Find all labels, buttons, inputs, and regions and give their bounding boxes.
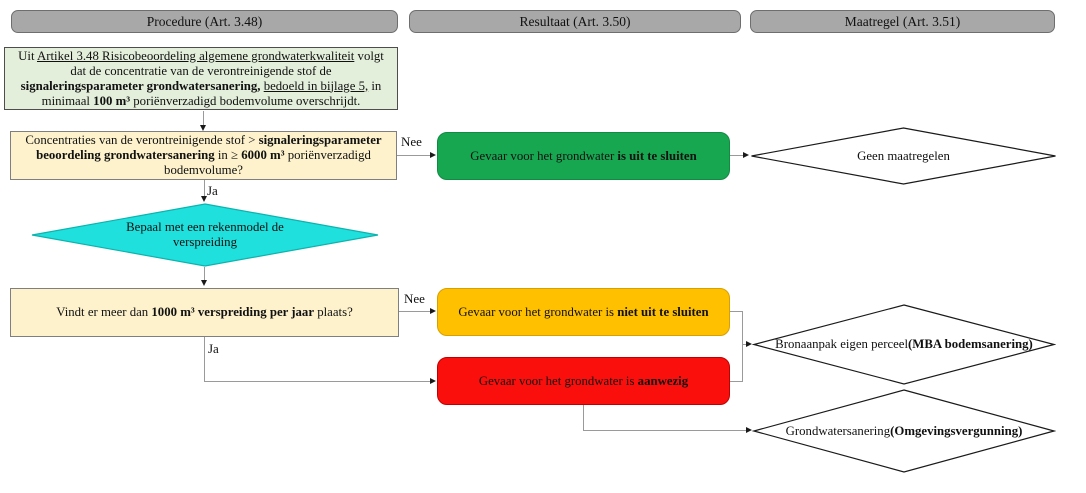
label-q1-ja: Ja: [207, 183, 218, 198]
arrowhead-q2-nee: [430, 308, 436, 314]
intro-box: Uit Artikel 3.48 Risicobeoordeling algem…: [4, 47, 398, 110]
measure-sanitation-diamond: Grondwatersanering(Omgevingsvergunning): [752, 389, 1056, 473]
connector-q1-ja: [204, 180, 205, 197]
arrowhead-q1-ja: [200, 196, 207, 202]
measure-sanitation-text: Grondwatersanering(Omgevingsvergunning): [785, 423, 1023, 438]
question-volume-box: Concentraties van de verontreinigende st…: [10, 131, 397, 180]
connector-red-down: [583, 405, 584, 431]
connector-green-to-none: [730, 155, 744, 156]
result-danger-excluded: Gevaar voor het grondwater is uit te slu…: [437, 132, 730, 180]
connector-merge-vertical: [742, 311, 743, 382]
decision-model-diamond: Bepaal met een rekenmodel de verspreidin…: [30, 203, 380, 267]
arrowhead-q1-nee: [430, 152, 436, 158]
arrowhead-red-to-sanitation: [746, 427, 752, 433]
label-q2-ja: Ja: [208, 341, 219, 356]
measure-sanitation-diamond-shape: [752, 389, 1056, 473]
connector-red-stub: [730, 381, 743, 382]
intro-text: Uit Artikel 3.48 Risicobeoordeling algem…: [18, 48, 384, 108]
connector-decision-to-q2: [204, 267, 205, 281]
arrowhead-decision-to-q2: [200, 280, 207, 286]
measure-source-diamond: Bronaanpak eigen perceel(MBA bodemsaneri…: [752, 304, 1056, 385]
arrowhead-merge-to-source: [746, 341, 752, 347]
measure-none-diamond: Geen maatregelen: [750, 127, 1057, 185]
measure-source-text: Bronaanpak eigen perceel(MBA bodemsaneri…: [775, 337, 1033, 351]
header-procedure: Procedure (Art. 3.48): [11, 10, 398, 33]
measure-none-text: Geen maatregelen: [857, 148, 950, 163]
label-q2-nee: Nee: [404, 291, 425, 306]
measure-none-diamond-shape: [751, 127, 1056, 185]
header-resultaat: Resultaat (Art. 3.50): [409, 10, 741, 33]
connector-q2-ja-vertical: [204, 337, 205, 381]
arrowhead-intro-to-q1: [199, 125, 206, 131]
result-danger-excluded-text: Gevaar voor het grondwater is uit te slu…: [470, 148, 697, 163]
question-volume-text: Concentraties van de verontreinigende st…: [25, 133, 382, 177]
decision-model-diamond-shape: [31, 203, 379, 267]
result-danger-present-text: Gevaar voor het grondwater is aanwezig: [478, 373, 689, 388]
connector-red-to-sanitation: [583, 430, 746, 431]
connector-intro-to-q1: [203, 111, 204, 126]
result-danger-not-excluded-text: Gevaar voor het grondwater is niet uit t…: [458, 304, 709, 319]
connector-q2-nee: [399, 311, 431, 312]
label-q1-nee: Nee: [401, 134, 422, 149]
connector-q2-ja-horizontal: [204, 381, 431, 382]
question-spread-box: Vindt er meer dan 1000 m³ verspreiding p…: [10, 288, 399, 337]
decision-model-text: Bepaal met een rekenmodel de verspreidin…: [126, 220, 284, 249]
header-maatregel: Maatregel (Art. 3.51): [750, 10, 1055, 33]
arrowhead-q2-ja: [430, 377, 436, 384]
arrowhead-green-to-none: [743, 152, 749, 158]
connector-q1-nee: [397, 155, 431, 156]
measure-source-diamond-shape: [752, 304, 1056, 385]
question-spread-text: Vindt er meer dan 1000 m³ verspreiding p…: [56, 305, 353, 319]
result-danger-not-excluded: Gevaar voor het grondwater is niet uit t…: [437, 288, 730, 336]
connector-orange-stub: [730, 311, 743, 312]
connector-merge-to-source: [742, 344, 747, 345]
result-danger-present: Gevaar voor het grondwater is aanwezig: [437, 357, 730, 405]
